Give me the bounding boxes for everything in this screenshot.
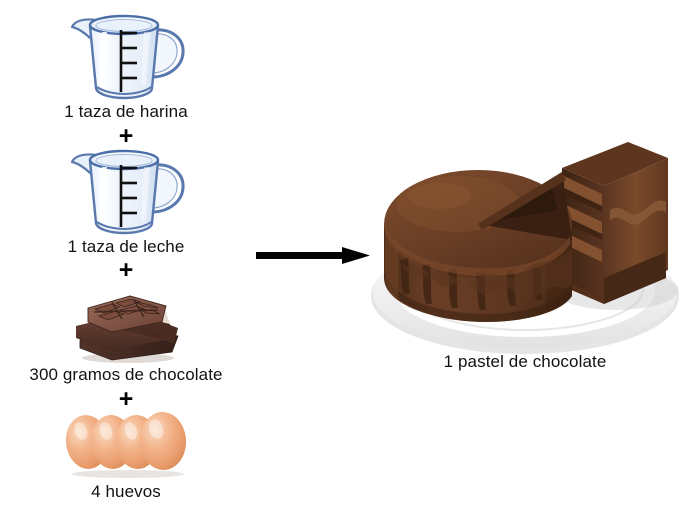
operator-plus-2: + <box>118 256 134 284</box>
ingredients-column: 1 taza de harina + <box>0 0 252 513</box>
ingredient-label-flour: 1 taza de harina <box>64 102 188 121</box>
ingredient-label-milk: 1 taza de leche <box>67 237 185 256</box>
measuring-cup-icon-flour <box>66 8 188 101</box>
chocolate-bar-icon <box>66 278 186 363</box>
result-label-cake: 1 pastel de chocolate <box>443 352 607 371</box>
ingredient-label-eggs: 4 huevos <box>91 482 161 501</box>
eggs-icon <box>62 406 192 478</box>
right-arrow-icon <box>254 241 374 271</box>
operator-plus-1: + <box>118 122 134 150</box>
operator-plus-3: + <box>118 385 134 413</box>
measuring-cup-icon-milk <box>66 143 188 236</box>
ingredient-label-chocolate: 300 gramos de chocolate <box>29 365 223 384</box>
chocolate-cake-on-plate-icon <box>366 128 684 360</box>
